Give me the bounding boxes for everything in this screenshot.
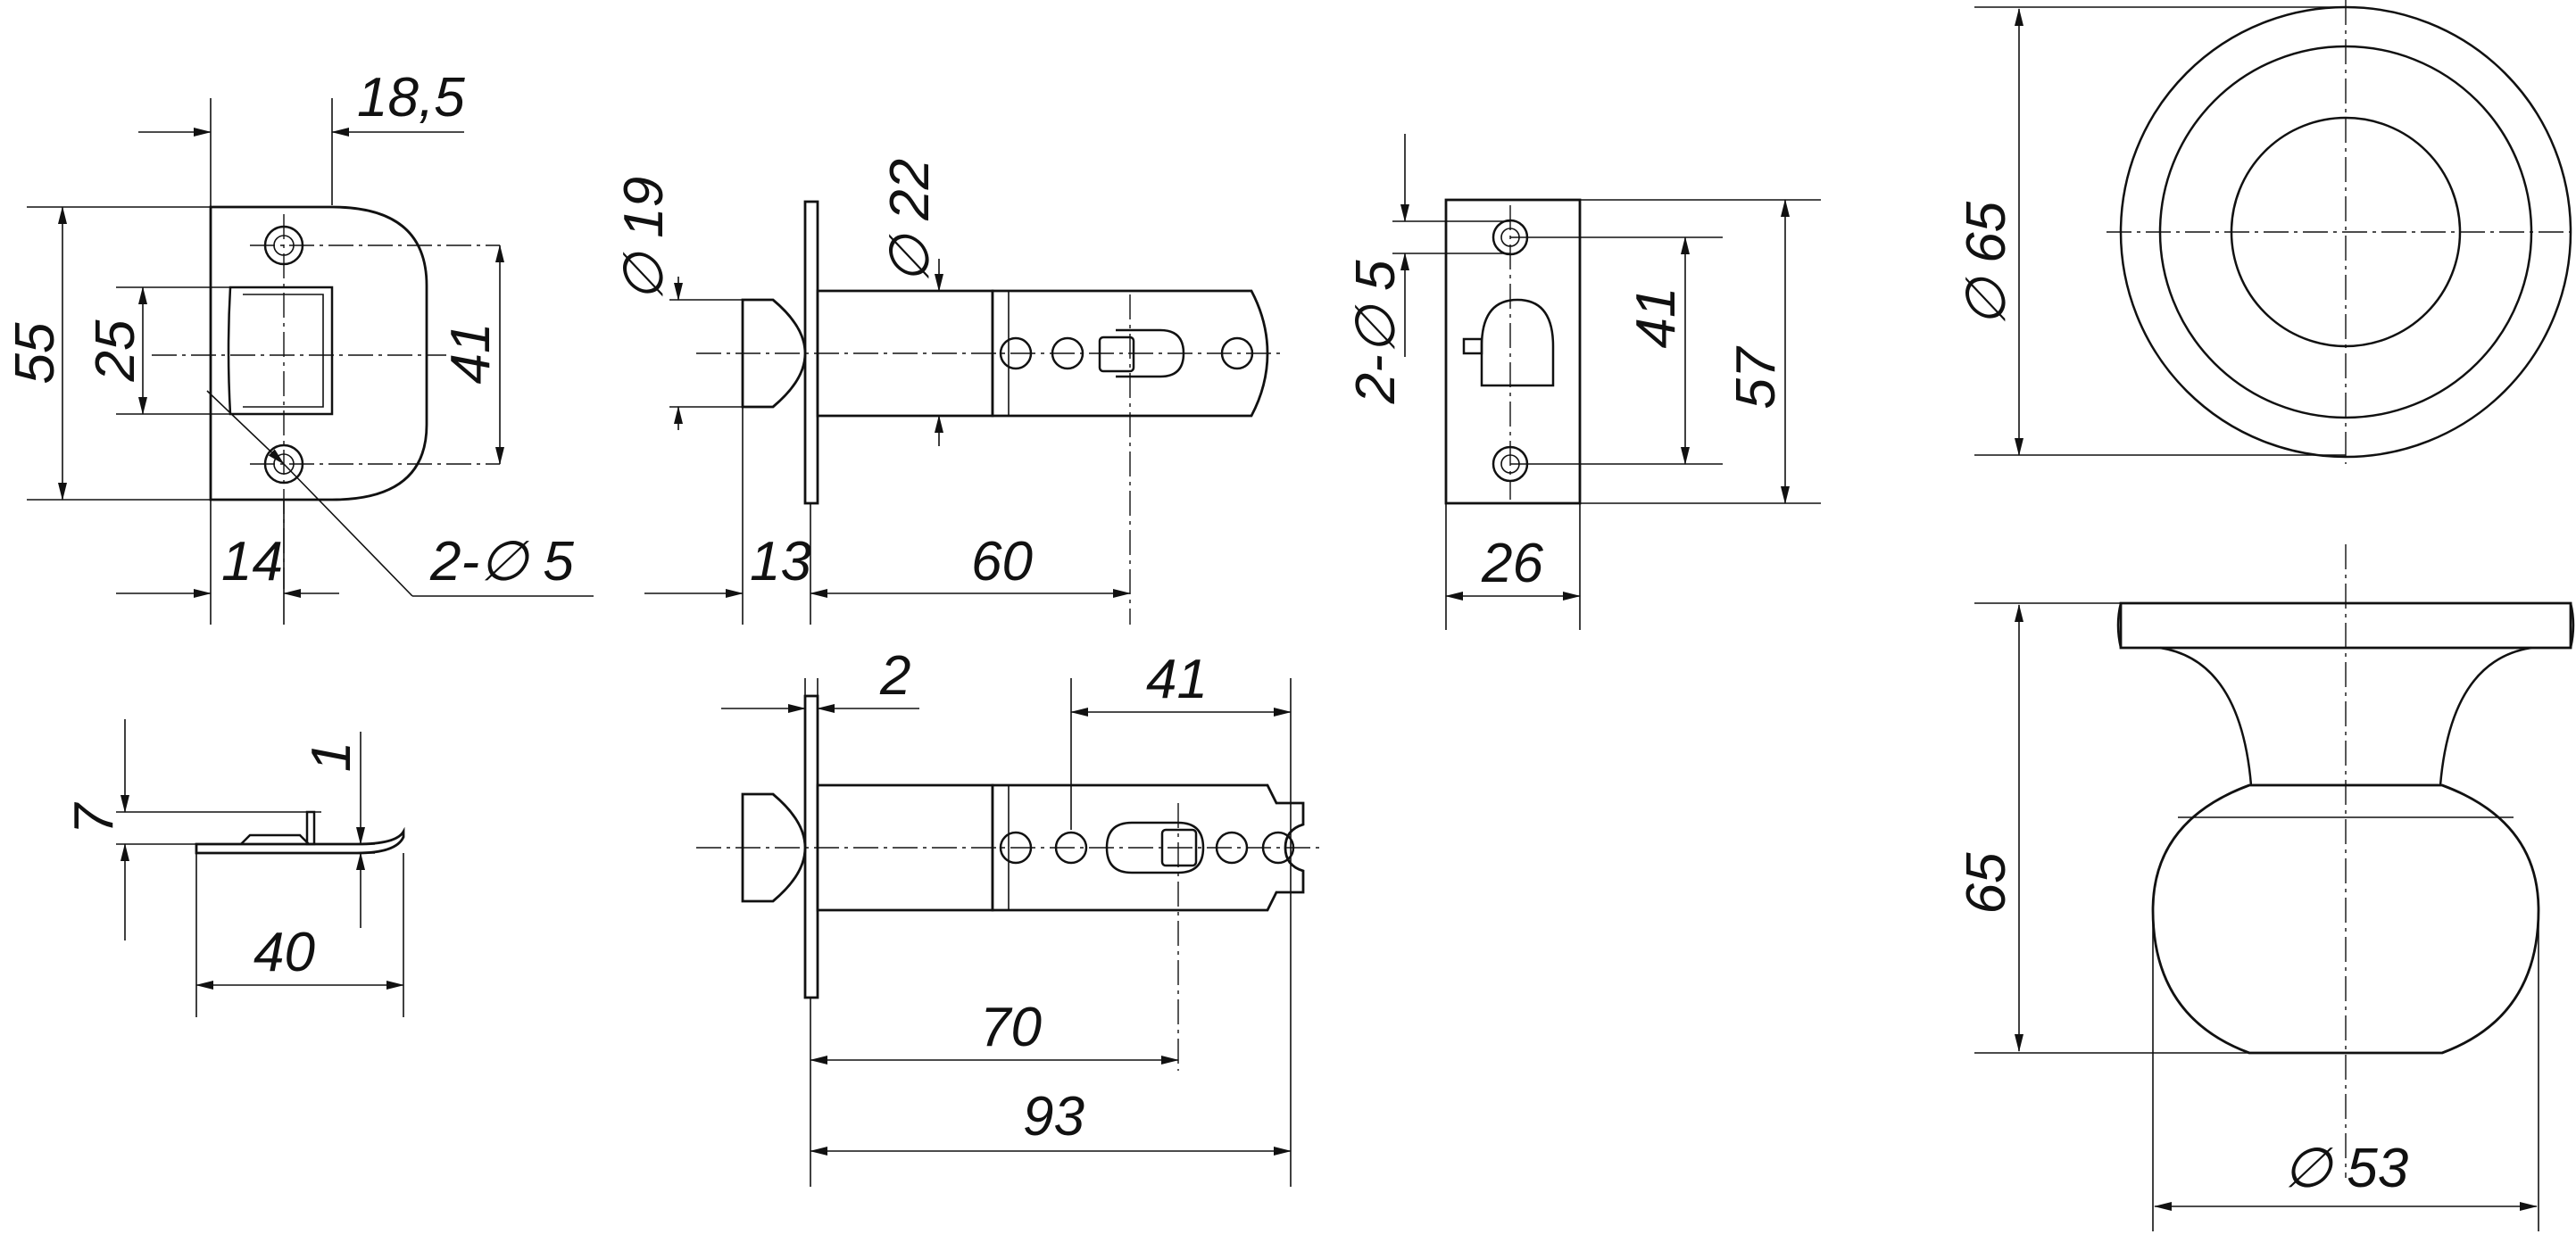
faceplate-height-label: 57 — [1725, 345, 1787, 409]
faceplate-hole-spacing-label: 41 — [1625, 287, 1687, 349]
latch-bolt-dia-label: ∅ 19 — [613, 177, 675, 302]
side-length-label: 40 — [253, 922, 315, 983]
strike-offset-label: 14 — [221, 531, 283, 592]
strike-side-view: 7 1 40 — [63, 719, 405, 1017]
knob-projection-label: 65 — [1956, 852, 2017, 914]
latch-faceplate-offset-label: 13 — [750, 531, 811, 592]
latch-backset-70-label: 70 — [980, 997, 1042, 1058]
latch-backset-label: 60 — [971, 531, 1033, 592]
faceplate-holes-label: 2-∅ 5 — [1345, 260, 1407, 404]
latch-plate-thickness-label: 2 — [879, 645, 910, 707]
rose-dia-label: ∅ 65 — [1956, 201, 2017, 327]
strike-hole-spacing-label: 41 — [440, 323, 502, 385]
strike-cutout-label: 25 — [85, 319, 146, 382]
latch-top-view: ∅ 19 ∅ 22 13 60 — [613, 159, 1285, 625]
latch-total-length-label: 93 — [1023, 1086, 1084, 1147]
latch-slot-length-label: 41 — [1146, 649, 1208, 710]
latch-bottom-view: 2 41 70 93 — [696, 645, 1321, 1187]
strike-width-label: 18,5 — [357, 67, 465, 128]
strike-plate-view: 18,5 55 25 41 14 2-∅ 5 — [4, 67, 594, 625]
faceplate-width-label: 26 — [1481, 533, 1543, 594]
knob-dia-label: ∅ 53 — [2283, 1138, 2408, 1199]
faceplate-view: 2-∅ 5 41 57 26 — [1345, 134, 1821, 630]
knob-front-view: ∅ 65 — [1956, 0, 2572, 464]
knob-side-view: 65 ∅ 53 — [1956, 544, 2575, 1231]
latch-tube-dia-label: ∅ 22 — [879, 159, 941, 284]
strike-height-label: 55 — [4, 322, 66, 384]
side-height-label: 7 — [63, 801, 125, 834]
side-thickness-label: 1 — [301, 741, 362, 772]
strike-holes-label: 2-∅ 5 — [429, 531, 574, 592]
